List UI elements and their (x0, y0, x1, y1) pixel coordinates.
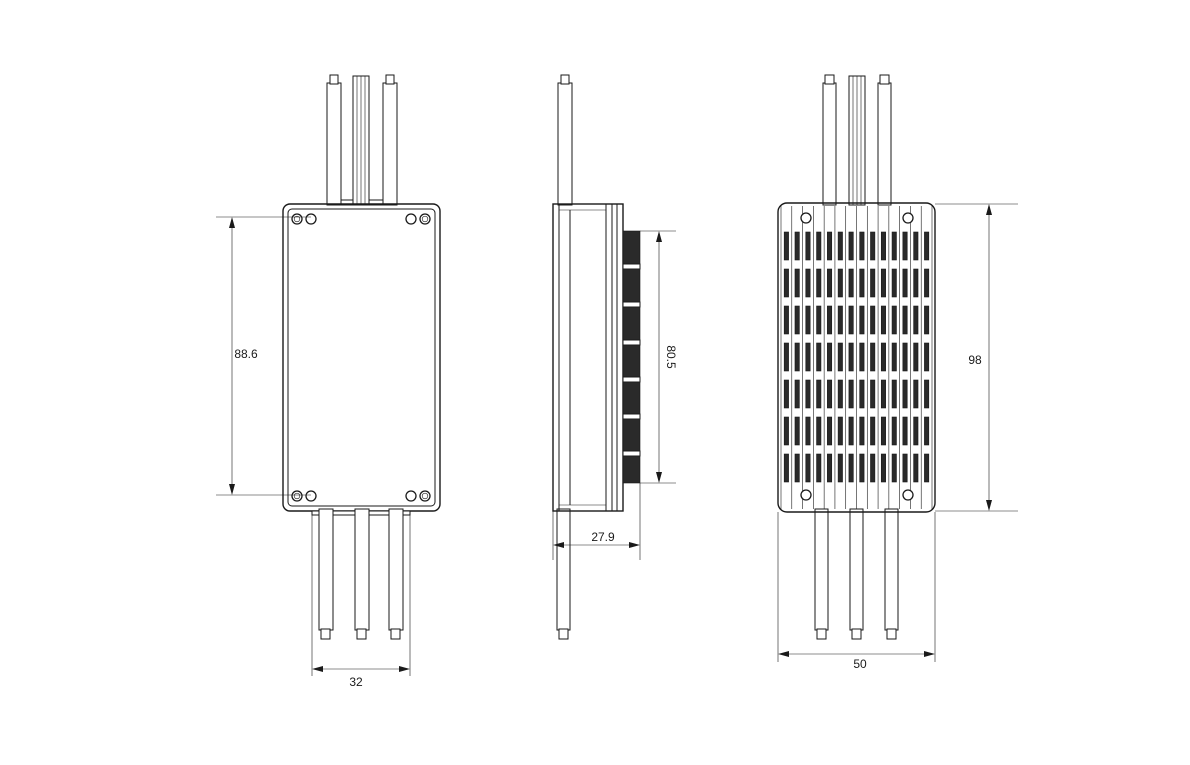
side-bottom-wire (556, 508, 571, 631)
rear-body (777, 202, 936, 513)
dim-side-fin-height: 80.5 (640, 230, 678, 484)
dim-side-depth: 27.9 (552, 483, 641, 560)
dim-front-height: 88.6 (216, 216, 311, 496)
rear-fins (780, 206, 933, 509)
dim-front-width: 32 (311, 515, 411, 689)
front-body-inner (287, 208, 436, 507)
dim-rear-width-label: 50 (853, 657, 867, 671)
dim-front-height-label: 88.6 (234, 347, 258, 361)
dim-rear-height: 98 (935, 203, 1018, 512)
front-view: 88.6 32 (216, 74, 441, 689)
side-top-wire (557, 82, 573, 206)
front-bottom-wires (311, 508, 411, 640)
dim-rear-width: 50 (777, 512, 936, 671)
side-fins (622, 230, 641, 484)
rear-view: 98 50 (777, 74, 1018, 671)
rear-top-wires (822, 74, 892, 206)
dim-side-depth-label: 27.9 (591, 530, 615, 544)
dim-side-fin-height-label: 80.5 (664, 345, 678, 369)
dim-front-width-label: 32 (349, 675, 363, 689)
front-top-wires (326, 74, 398, 206)
rear-screw-holes (800, 212, 914, 501)
rear-bottom-wires (814, 508, 899, 640)
side-view: 80.5 27.9 (552, 74, 678, 640)
front-screw-holes (291, 213, 431, 502)
dim-rear-height-label: 98 (968, 353, 982, 367)
front-body-outer (282, 203, 441, 512)
